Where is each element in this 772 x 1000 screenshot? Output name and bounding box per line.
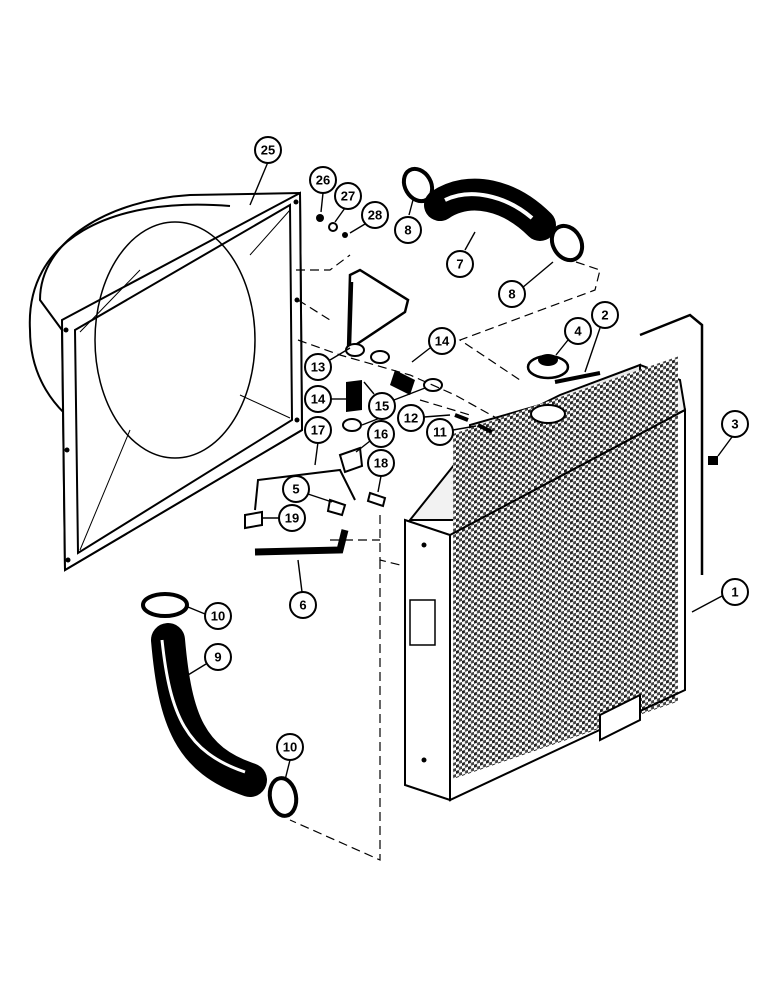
callout-25: 25 (249, 136, 282, 206)
callout-14-left: 14 (304, 385, 346, 413)
callout-2-label: 2 (601, 308, 608, 323)
callout-5: 5 (282, 475, 333, 503)
callout-27-label: 27 (341, 189, 355, 204)
callout-7: 7 (446, 231, 476, 278)
callout-18: 18 (367, 449, 395, 493)
callout-11-label: 11 (433, 425, 447, 440)
callout-14-top: 14 (411, 327, 456, 363)
callout-9-label: 9 (214, 650, 221, 665)
callout-18-label: 18 (374, 456, 388, 471)
callout-25-label: 25 (261, 143, 275, 158)
deaeration-tube (346, 268, 410, 353)
callout-13-label: 13 (311, 360, 325, 375)
callout-10-bottom-label: 10 (283, 740, 297, 755)
callout-10-bottom: 10 (276, 733, 304, 781)
hose-clamp-lower-top (141, 592, 189, 618)
callout-19-label: 19 (285, 511, 299, 526)
callout-12: 12 (397, 404, 451, 432)
callouts: 25 26 27 28 8 7 8 4 (187, 136, 749, 781)
lower-hose (151, 623, 267, 797)
callout-6: 6 (289, 559, 317, 619)
radiator (404, 356, 687, 802)
callout-26: 26 (309, 166, 337, 213)
callout-16-label: 16 (374, 427, 388, 442)
hose-clamp-upper-left (401, 166, 435, 204)
callout-8-top: 8 (394, 199, 422, 244)
radiator-cap (526, 354, 570, 380)
callout-8-top-label: 8 (404, 223, 411, 238)
callout-17-label: 17 (311, 423, 325, 438)
callout-28-label: 28 (368, 208, 382, 223)
overflow-tube (554, 313, 704, 575)
callout-1-label: 1 (731, 585, 738, 600)
callout-17: 17 (304, 416, 332, 466)
callout-8-bottom-label: 8 (508, 287, 515, 302)
callout-15-label: 15 (375, 399, 389, 414)
callout-26-label: 26 (316, 173, 330, 188)
callout-13: 13 (304, 347, 351, 381)
hose-clamp-upper-right (549, 223, 585, 263)
callout-8-bottom: 8 (498, 261, 554, 308)
callout-7-label: 7 (456, 257, 463, 272)
callout-10-top: 10 (187, 602, 232, 630)
callout-12-label: 12 (404, 411, 418, 426)
callout-2: 2 (584, 301, 619, 373)
callout-5-label: 5 (292, 482, 299, 497)
assembly-lines (289, 254, 601, 861)
callout-10-top-label: 10 (211, 609, 225, 624)
callout-14-top-label: 14 (435, 334, 450, 349)
hose-drain (244, 468, 356, 556)
fittings (316, 214, 493, 508)
tube-clip (708, 456, 718, 465)
callout-4: 4 (555, 317, 592, 356)
callout-1: 1 (691, 578, 749, 613)
callout-4-label: 4 (574, 324, 582, 339)
callout-28: 28 (349, 201, 389, 234)
callout-11: 11 (426, 418, 477, 446)
callout-9: 9 (187, 643, 232, 676)
callout-27: 27 (334, 182, 362, 223)
callout-19: 19 (262, 504, 306, 532)
callout-14-left-label: 14 (311, 392, 326, 407)
callout-3-label: 3 (731, 417, 738, 432)
callout-16: 16 (355, 420, 395, 453)
hose-clamp-lower-bottom (267, 776, 299, 818)
fan-shroud (28, 191, 304, 572)
callout-3: 3 (717, 410, 749, 457)
callout-6-label: 6 (299, 598, 306, 613)
upper-hose (424, 178, 556, 241)
callout-15: 15 (361, 381, 426, 426)
